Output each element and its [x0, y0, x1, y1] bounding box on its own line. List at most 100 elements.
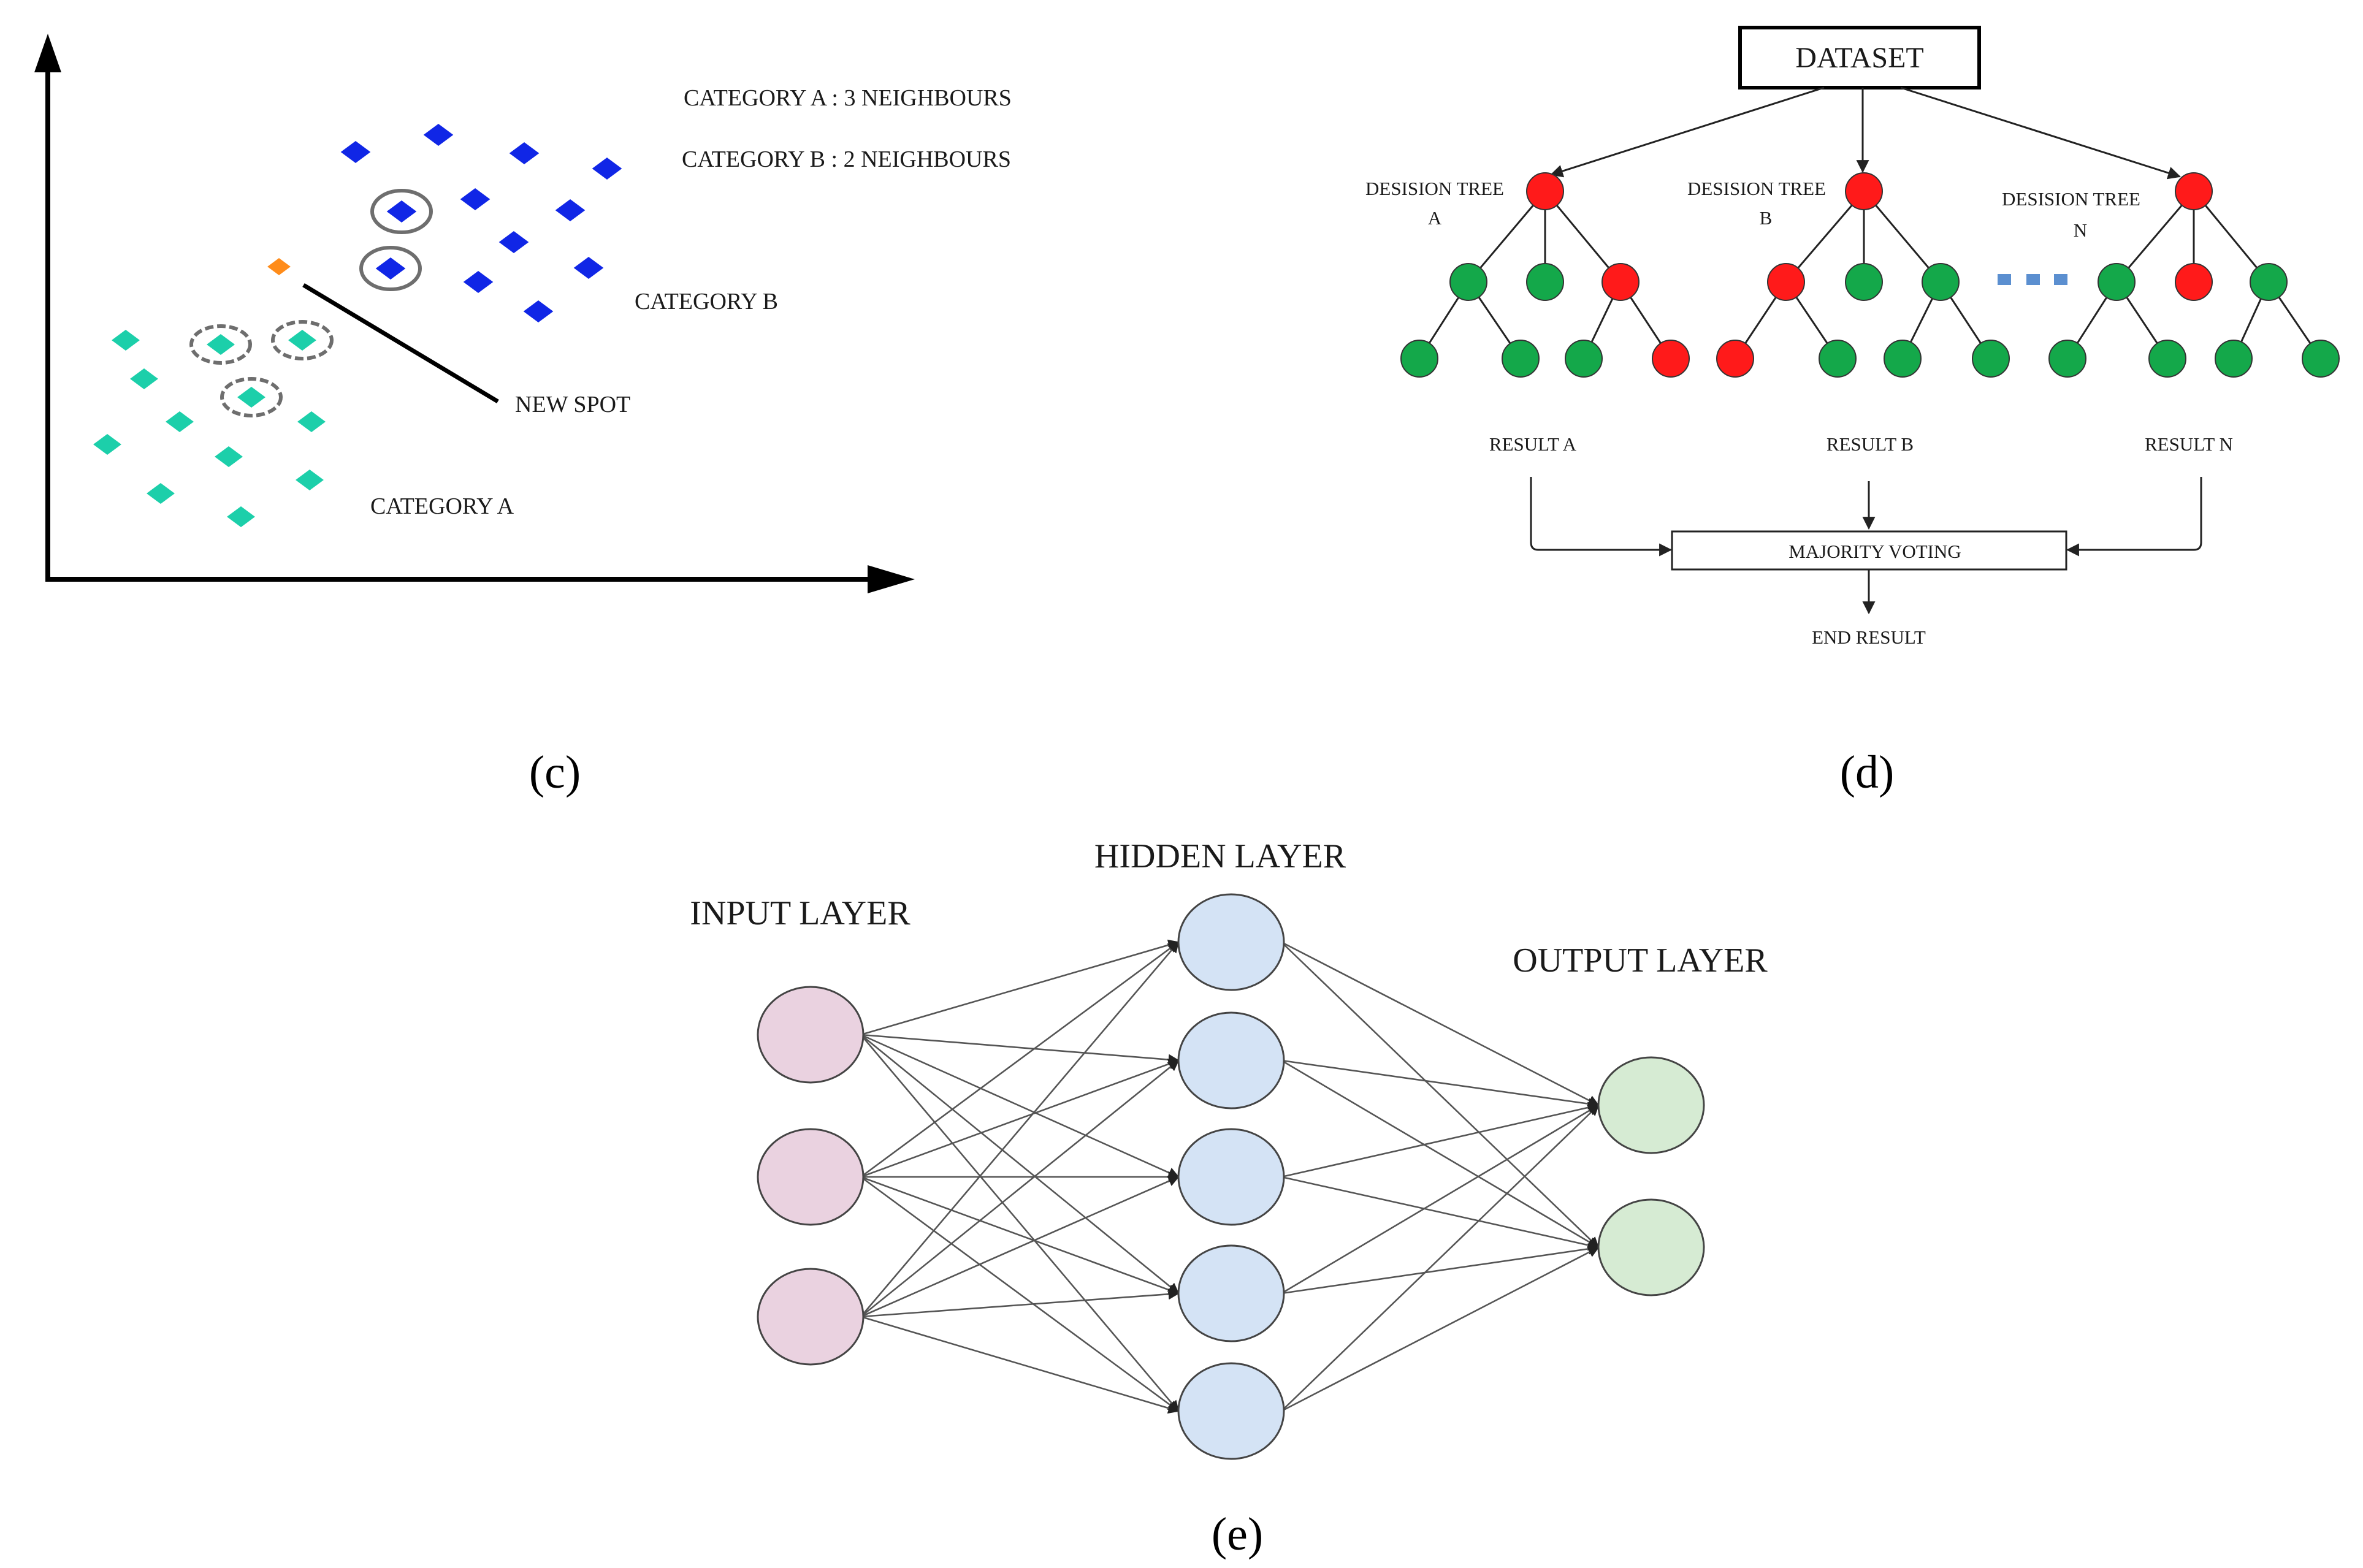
category-b-point [498, 231, 529, 253]
tree-edge [1863, 191, 1942, 283]
category-b-neighbour-point [386, 200, 417, 223]
nn-edge [1281, 1102, 1600, 1178]
tree-root-node [1845, 172, 1883, 210]
majority-voting-label: MAJORITY VOTING [1788, 541, 1961, 562]
tree-node [2098, 263, 2136, 301]
category-a-point [112, 330, 140, 351]
hidden-layer-label: HIDDEN LAYER [1094, 837, 1346, 875]
category-a-point [166, 411, 194, 432]
tree-n-label-line1: DESISION TREE [2002, 188, 2140, 210]
tree-leaf-node [2148, 340, 2186, 378]
nn-edge [1281, 1176, 1600, 1251]
tree-leaf-node [1716, 340, 1754, 378]
tree-node [1767, 263, 1805, 301]
tree-node [1601, 263, 1640, 301]
tree-leaf-node [2302, 340, 2340, 378]
tree-leaf-node [2048, 340, 2086, 378]
nn-edge [860, 1033, 1180, 1178]
category-b-point [463, 271, 494, 293]
dataset-box [1738, 26, 1981, 89]
tree-node [2175, 263, 2213, 301]
new-spot-pointer-line [302, 283, 499, 404]
tree-leaf-node [1502, 340, 1540, 378]
nn-edge [1281, 1243, 1600, 1295]
tree-b-label-line2: B [1760, 207, 1773, 229]
category-a-point [147, 483, 175, 504]
result-a-label: RESULT A [1489, 433, 1577, 455]
nn-edge [860, 941, 1180, 1317]
category-b-point [340, 141, 371, 163]
knn-panel: CATEGORY A : 3 NEIGHBOURS CATEGORY B : 2… [34, 34, 1012, 798]
dataset-label: DATASET [1795, 42, 1923, 74]
input-layer-label: INPUT LAYER [690, 894, 910, 932]
category-b-point [592, 158, 622, 180]
output-node [1597, 1198, 1705, 1296]
tree-node [1526, 263, 1564, 301]
dataset-arrows [1549, 86, 2182, 180]
category-b-point [555, 199, 586, 221]
nn-edge [860, 1033, 1180, 1065]
new-spot-label: NEW SPOT [515, 392, 630, 417]
decision-trees [1400, 172, 2340, 378]
neural-network-panel: INPUT LAYER HIDDEN LAYER OUTPUT LAYER (e… [690, 837, 1768, 1560]
tree-edge [1544, 191, 1622, 283]
neighbour-ring [189, 324, 252, 365]
result-b-label: RESULT B [1827, 433, 1914, 455]
input-node [757, 1128, 865, 1226]
tree-node [1845, 263, 1883, 301]
category-b-point [523, 300, 554, 322]
category-a-neighbour-point [288, 330, 316, 351]
tree-root-node [1526, 172, 1564, 210]
tree-leaf-node [1565, 340, 1603, 378]
category-b-point [509, 142, 540, 164]
tree-edge [2193, 191, 2270, 283]
nn-edge [860, 1059, 1180, 1178]
tree-root-node [2175, 172, 2213, 210]
random-forest-panel: DATASET DESISION TREE A DESISION TREE B … [1365, 26, 2340, 798]
category-a-label: CATEGORY A [370, 493, 514, 519]
nn-edge [1281, 1059, 1600, 1109]
category-b-point [423, 124, 454, 146]
tree-leaf-node [1652, 340, 1690, 378]
tree-leaf-node [1884, 340, 1922, 378]
nn-nodes [757, 893, 1705, 1460]
nn-edge [1281, 1246, 1600, 1412]
category-a-neighbour-point [207, 334, 235, 355]
end-result-label: END RESULT [1812, 626, 1926, 648]
result-n-label: RESULT N [2145, 433, 2233, 455]
knn-points [93, 124, 622, 527]
nn-edge [860, 1034, 1180, 1412]
hidden-node [1177, 1128, 1285, 1226]
hidden-node [1177, 1011, 1285, 1109]
nn-edge [1281, 942, 1600, 1249]
panel-d-label: (d) [1840, 747, 1895, 798]
nn-edge [860, 1288, 1180, 1318]
nn-edge [860, 1315, 1180, 1414]
input-node [757, 986, 865, 1084]
knn-axes [34, 34, 915, 593]
neighbour-ring [220, 377, 283, 417]
nn-edges [860, 939, 1600, 1414]
tree-edge [2115, 191, 2195, 283]
tree-edge [1467, 191, 1546, 283]
tree-leaf-node [1972, 340, 2010, 378]
tree-b-label-line1: DESISION TREE [1687, 178, 1826, 199]
tree-leaf-node [2215, 340, 2253, 378]
tree-node [2250, 263, 2288, 301]
voting-connectors [1530, 477, 2202, 615]
category-a-point [93, 434, 121, 455]
category-a-point [297, 411, 326, 432]
neighbour-ring [370, 189, 433, 234]
new-spot-point [267, 258, 291, 275]
y-axis-arrowhead [34, 34, 61, 72]
nn-edge [1281, 941, 1600, 1106]
majority-voting-box [1671, 530, 2067, 571]
nn-edge [860, 939, 1180, 1036]
category-b-point [573, 257, 604, 279]
category-a-point [130, 368, 158, 389]
nn-edge [860, 1176, 1180, 1412]
nn-edge [1281, 1104, 1600, 1295]
output-layer-label: OUTPUT LAYER [1513, 942, 1768, 980]
panel-c-label: (c) [529, 747, 581, 798]
category-b-neighbour-point [375, 257, 406, 280]
